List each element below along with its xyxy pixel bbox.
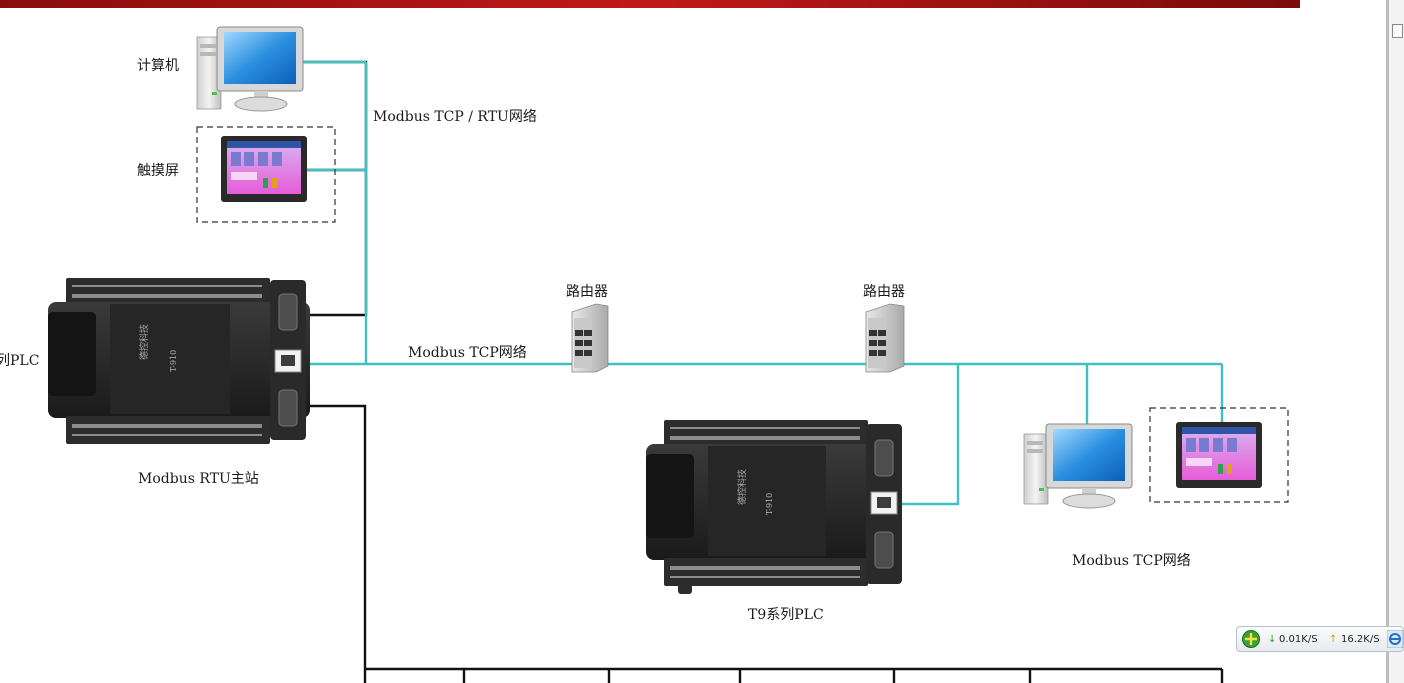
download-speed: 0.01K/S	[1279, 634, 1318, 645]
download-arrow-icon: ↓	[1268, 634, 1277, 645]
label-master: Modbus RTU主站	[138, 471, 259, 487]
label-computer: 计算机	[137, 58, 179, 74]
plc-master-brand: 德控科技	[138, 324, 150, 360]
label-net-top: Modbus TCP / RTU网络	[373, 109, 537, 125]
label-router-1: 路由器	[566, 284, 608, 300]
tcp-lines	[303, 60, 1224, 506]
computer-top	[196, 26, 304, 112]
plc-master: 德控科技 T-910	[48, 278, 310, 444]
label-net-mid: Modbus TCP网络	[408, 345, 527, 361]
label-touchscreen: 触摸屏	[137, 163, 179, 179]
upload-arrow-icon: ↑	[1329, 634, 1338, 645]
upload-speed: 16.2K/S	[1341, 634, 1380, 645]
pc-screen	[224, 32, 296, 84]
rtu-lines	[303, 60, 1224, 683]
label-router-2: 路由器	[863, 284, 905, 300]
label-net-right: Modbus TCP网络	[1072, 553, 1191, 569]
router-2	[865, 303, 905, 373]
label-t9: T9系列PLC	[748, 607, 824, 623]
hmi-right-dashed-box	[1149, 407, 1289, 503]
browser-icon[interactable]	[1387, 630, 1403, 648]
hmi-top	[221, 136, 307, 202]
title-bar	[0, 0, 1300, 8]
computer-right	[1023, 423, 1133, 509]
router-1	[571, 303, 609, 373]
plc-t9-model: T-910	[765, 493, 774, 515]
hmi-dashed-box	[196, 126, 336, 223]
plc-t9-brand: 德控科技	[736, 469, 748, 505]
vertical-scrollbar[interactable]	[1386, 0, 1404, 683]
network-speed-widget[interactable]: ↓ 0.01K/S ↑ 16.2K/S	[1236, 626, 1404, 652]
scrollbar-thumb[interactable]	[1392, 24, 1403, 38]
plc-t9: 德控科技 T-910	[646, 420, 902, 594]
network-accelerator-icon[interactable]	[1241, 629, 1261, 649]
plc-master-model: T-910	[169, 350, 178, 372]
label-plc-left: 列PLC	[0, 353, 40, 369]
hmi-right	[1176, 422, 1262, 488]
